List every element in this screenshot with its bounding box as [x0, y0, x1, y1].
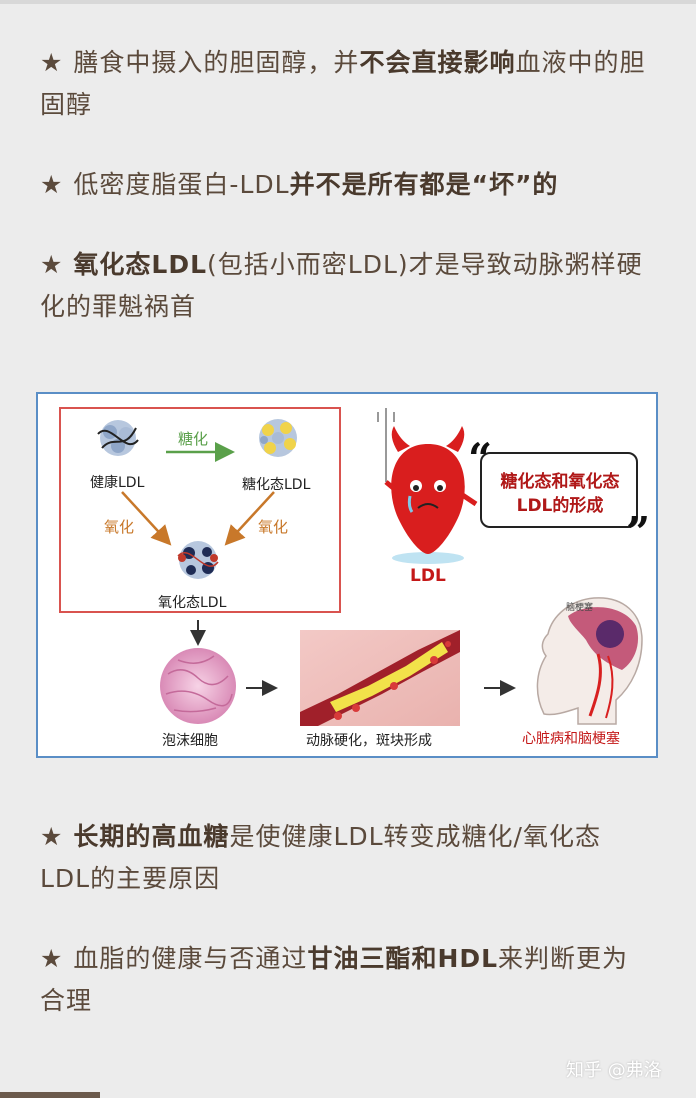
glycated-ldl-label: 糖化态LDL [242, 477, 311, 493]
bullet-ldl-not-all-bad: ★ 低密度脂蛋白-LDL并不是所有都是“坏”的 [40, 164, 650, 206]
healthy-ldl-label: 健康LDL [90, 475, 145, 491]
bullet-text: 是使健康LDL转变成糖化/氧化态LDL的主要原因 [40, 822, 601, 893]
bullet-dietary-cholesterol: ★ 膳食中摄入的胆固醇，并不会直接影响血液中的胆固醇 [40, 42, 650, 126]
star-icon: ★ [40, 944, 64, 973]
oxidation-arrow-left [121, 491, 172, 546]
bullet-high-blood-sugar: ★ 长期的高血糖是使健康LDL转变成糖化/氧化态LDL的主要原因 [40, 816, 650, 900]
ldl-character-label: LDL [410, 566, 446, 586]
ldl-change-box [59, 407, 341, 613]
quote-box [480, 452, 638, 528]
figure-drawing [59, 407, 643, 726]
bullet-oxidized-ldl: ★ 氧化态LDL(包括小而密LDL)才是导致动脉粥样硬化的罪魁祸首 [40, 244, 650, 328]
oxidation-arrow-right [224, 491, 275, 546]
bullet-text: 血液中的胆固醇 [40, 48, 646, 119]
bullet-triglycerides-hdl: ★ 血脂的健康与否通过甘油三酯和HDL来判断更为合理 [40, 938, 650, 1022]
bullet-text: (包括小而密LDL)才是导致动脉粥样硬化的罪魁祸首 [40, 250, 643, 321]
bullet-text: 低密度脂蛋白-LDL [73, 170, 290, 199]
oxidation-arrow-label-right: 氧化 [258, 518, 289, 536]
ldl-formation-figure: 健康LDL 糖化态LDL 氧化态LDL 糖化 氧化 氧化 “ ” 糖化态和氧化态… [36, 392, 658, 758]
zhihu-watermark: 知乎 @弗洛 [566, 1060, 662, 1081]
bullet-text: 膳食中摄入的胆固醇，并 [73, 48, 360, 77]
quote-open-mark: “ [468, 434, 493, 483]
ldl-character-illustration [377, 408, 478, 564]
bullet-text: 来判断更为合理 [40, 944, 629, 1015]
star-icon: ★ [40, 822, 64, 851]
quote-line-2: LDL的形成 [516, 496, 604, 516]
glycated-ldl-particle [259, 419, 297, 457]
brain-head-illustration [536, 597, 643, 725]
foam-cell-label: 泡沫细胞 [162, 733, 218, 749]
bullet-emphasis: 并不是所有都是“坏”的 [289, 170, 559, 199]
bullet-emphasis: 长期的高血糖 [73, 822, 230, 851]
footer-bar [0, 1092, 100, 1098]
quote-line-1: 糖化态和氧化态 [500, 472, 620, 492]
bullet-text: 血脂的健康与否通过 [73, 944, 308, 973]
quote-close-mark: ” [626, 508, 651, 557]
star-icon: ★ [40, 250, 64, 279]
bullet-emphasis: 甘油三酯和HDL [307, 944, 499, 973]
brain-tag-label: 脑梗塞 [566, 603, 594, 613]
top-edge [0, 0, 696, 4]
star-icon: ★ [40, 170, 64, 199]
glycation-arrow-label: 糖化 [178, 430, 209, 448]
oxidized-ldl-particle [177, 541, 219, 579]
quote-text: 糖化态和氧化态 LDL的形成 [485, 470, 635, 518]
bullet-emphasis: 氧化态LDL [73, 250, 208, 279]
artery-plaque-illustration [300, 630, 460, 726]
foam-cell-illustration [160, 648, 236, 724]
oxidation-arrow-label-left: 氧化 [104, 518, 135, 536]
star-icon: ★ [40, 48, 64, 77]
bullet-emphasis: 不会直接影响 [359, 48, 516, 77]
atherosclerosis-label: 动脉硬化，斑块形成 [306, 733, 432, 749]
oxidized-ldl-label: 氧化态LDL [158, 595, 227, 611]
healthy-ldl-particle [97, 420, 139, 456]
disease-label: 心脏病和脑梗塞 [522, 731, 620, 747]
